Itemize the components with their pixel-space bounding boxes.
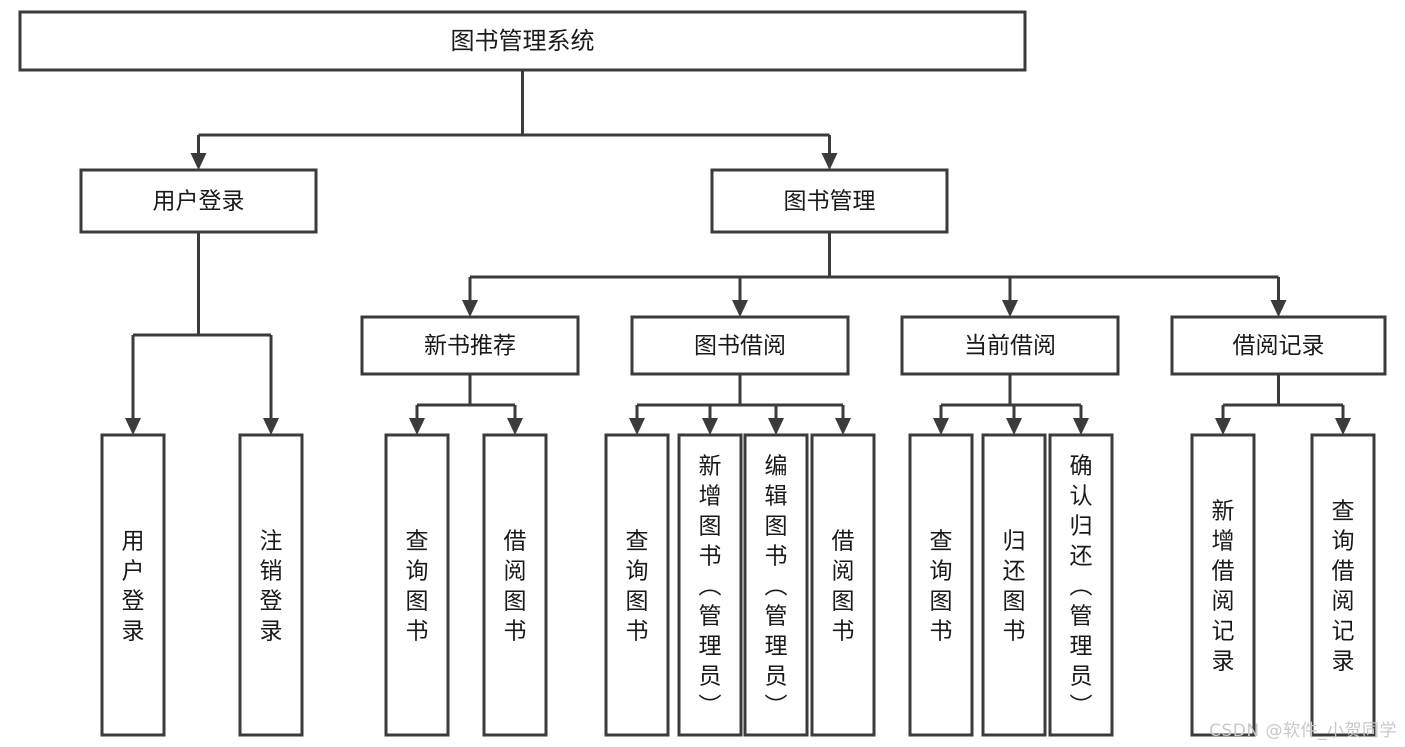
node-current-borrow[interactable]: 当前借阅 xyxy=(900,315,1120,376)
node-box-borrow-records[interactable] xyxy=(1170,315,1387,376)
connector-borrow-records-to-br-add-record-arrowhead xyxy=(1215,418,1231,435)
node-label-book-borrow: 图书借阅 xyxy=(694,333,786,359)
node-box-book-borrow[interactable] xyxy=(630,315,850,376)
connector-layer xyxy=(125,70,1351,435)
node-box-root[interactable] xyxy=(18,10,1027,72)
node-cb-return-book[interactable]: 归还图书 xyxy=(981,433,1047,737)
connector-new-book-recommend-to-nb-borrow-book-arrowhead xyxy=(507,418,523,435)
node-root[interactable]: 图书管理系统 xyxy=(18,10,1027,72)
node-box-br-query-record[interactable] xyxy=(1310,433,1376,737)
node-nb-query-book[interactable]: 查询图书 xyxy=(384,433,450,737)
node-label-bb-borrow-book: 借阅图书 xyxy=(832,528,855,644)
node-bb-borrow-book[interactable]: 借阅图书 xyxy=(810,433,876,737)
node-user-login[interactable]: 用户登录 xyxy=(79,168,318,234)
node-br-add-record[interactable]: 新增借阅记录 xyxy=(1190,433,1256,737)
connector-book-mgmt-to-current-borrow-arrowhead xyxy=(1002,300,1018,317)
node-cb-confirm-return[interactable]: 确认归还︵管理员︶ xyxy=(1048,433,1114,737)
node-nb-borrow-book[interactable]: 借阅图书 xyxy=(482,433,548,737)
connector-root-to-user-login-arrowhead xyxy=(190,153,207,170)
node-box-bb-edit-book[interactable] xyxy=(743,433,809,737)
connector-book-mgmt-to-book-borrow-arrowhead xyxy=(732,300,748,317)
node-box-cb-query-book[interactable] xyxy=(908,433,974,737)
node-leaf-user-login[interactable]: 用户登录 xyxy=(100,433,166,737)
connector-current-borrow-to-cb-confirm-return-arrowhead xyxy=(1073,418,1089,435)
node-box-bb-borrow-book[interactable] xyxy=(810,433,876,737)
connector-book-mgmt-to-new-book-recommend-arrowhead xyxy=(462,300,478,317)
connector-new-book-recommend-to-nb-query-book-arrowhead xyxy=(409,418,425,435)
connector-current-borrow-to-cb-return-book-arrowhead xyxy=(1006,418,1022,435)
node-label-current-borrow: 当前借阅 xyxy=(964,333,1056,359)
node-new-book-recommend[interactable]: 新书推荐 xyxy=(360,315,580,376)
node-box-nb-borrow-book[interactable] xyxy=(482,433,548,737)
connector-book-borrow-to-bb-borrow-book-arrowhead xyxy=(835,418,851,435)
node-box-bb-query-book[interactable] xyxy=(604,433,670,737)
node-label-nb-borrow-book: 借阅图书 xyxy=(504,528,527,644)
node-box-current-borrow[interactable] xyxy=(900,315,1120,376)
node-box-bb-add-book[interactable] xyxy=(677,433,743,737)
node-box-book-management[interactable] xyxy=(710,168,949,234)
node-label-root: 图书管理系统 xyxy=(451,27,595,55)
node-box-br-add-record[interactable] xyxy=(1190,433,1256,737)
connector-root-to-book-management-arrowhead xyxy=(821,153,838,170)
node-box-cb-return-book[interactable] xyxy=(981,433,1047,737)
connector-user-login-to-leaf-user-login-arrowhead xyxy=(125,418,141,435)
node-label-book-management: 图书管理 xyxy=(784,189,876,215)
connector-book-borrow-to-bb-add-book-arrowhead xyxy=(702,418,718,435)
node-br-query-record[interactable]: 查询借阅记录 xyxy=(1310,433,1376,737)
node-book-management[interactable]: 图书管理 xyxy=(710,168,949,234)
node-label-bb-edit-book: 编辑图书︵管理员︶ xyxy=(765,453,788,719)
node-cb-query-book[interactable]: 查询图书 xyxy=(908,433,974,737)
node-layer: 图书管理系统用户登录图书管理新书推荐图书借阅当前借阅借阅记录用户登录注销登录查询… xyxy=(18,10,1387,737)
node-box-user-login[interactable] xyxy=(79,168,318,234)
node-box-cb-confirm-return[interactable] xyxy=(1048,433,1114,737)
node-label-cb-confirm-return: 确认归还︵管理员︶ xyxy=(1070,453,1093,719)
node-bb-add-book[interactable]: 新增图书︵管理员︶ xyxy=(677,433,743,737)
node-book-borrow[interactable]: 图书借阅 xyxy=(630,315,850,376)
csdn-watermark: CSDN @软件_小贺同学 xyxy=(1209,721,1397,741)
node-label-bb-query-book: 查询图书 xyxy=(626,528,649,644)
node-label-bb-add-book: 新增图书︵管理员︶ xyxy=(699,453,722,719)
connector-current-borrow-to-cb-query-book-arrowhead xyxy=(933,418,949,435)
node-label-br-query-record: 查询借阅记录 xyxy=(1332,498,1355,674)
node-label-new-book-recommend: 新书推荐 xyxy=(424,333,516,359)
node-label-user-login: 用户登录 xyxy=(153,189,245,215)
node-box-new-book-recommend[interactable] xyxy=(360,315,580,376)
node-box-leaf-user-logout[interactable] xyxy=(238,433,304,737)
node-bb-query-book[interactable]: 查询图书 xyxy=(604,433,670,737)
connector-borrow-records-to-br-query-record-arrowhead xyxy=(1335,418,1351,435)
node-bb-edit-book[interactable]: 编辑图书︵管理员︶ xyxy=(743,433,809,737)
connector-book-borrow-to-bb-edit-book-arrowhead xyxy=(768,418,784,435)
node-label-borrow-records: 借阅记录 xyxy=(1233,333,1325,359)
node-borrow-records[interactable]: 借阅记录 xyxy=(1170,315,1387,376)
connector-book-borrow-to-bb-query-book-arrowhead xyxy=(629,418,645,435)
node-label-br-add-record: 新增借阅记录 xyxy=(1212,498,1235,674)
node-box-nb-query-book[interactable] xyxy=(384,433,450,737)
node-label-cb-query-book: 查询图书 xyxy=(930,528,953,644)
node-label-leaf-user-logout: 注销登录 xyxy=(260,528,283,644)
node-box-leaf-user-login[interactable] xyxy=(100,433,166,737)
node-leaf-user-logout[interactable]: 注销登录 xyxy=(238,433,304,737)
node-label-leaf-user-login: 用户登录 xyxy=(122,528,145,644)
node-label-nb-query-book: 查询图书 xyxy=(406,528,429,644)
connector-user-login-to-leaf-user-logout-arrowhead xyxy=(263,418,279,435)
connector-book-mgmt-to-borrow-records-arrowhead xyxy=(1270,300,1287,317)
node-label-cb-return-book: 归还图书 xyxy=(1003,528,1026,644)
